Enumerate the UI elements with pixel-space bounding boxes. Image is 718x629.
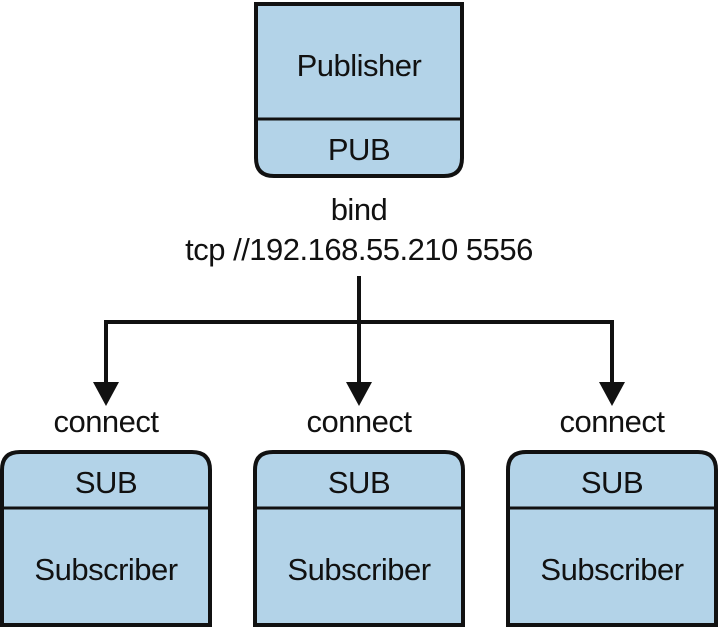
bind-endpoint: tcp //192.168.55.210 5556 — [185, 232, 533, 267]
subscriber-socket-label-3: SUB — [581, 465, 643, 500]
arrow-left — [93, 382, 119, 406]
subscriber-title-3: Subscriber — [540, 552, 683, 587]
subscriber-node-3: SUB Subscriber — [506, 450, 718, 627]
arrow-right — [599, 382, 625, 406]
subscriber-node-2: SUB Subscriber — [253, 450, 465, 627]
connectors — [93, 276, 625, 406]
arrow-middle — [346, 382, 372, 406]
subscriber-socket-label-2: SUB — [328, 465, 390, 500]
subscriber-title-2: Subscriber — [287, 552, 430, 587]
bind-label: bind — [331, 192, 388, 227]
subscriber-socket-label-1: SUB — [75, 465, 137, 500]
subscriber-node-1: SUB Subscriber — [0, 450, 212, 627]
subscriber-title-1: Subscriber — [34, 552, 177, 587]
subscriber-box-3 — [506, 450, 718, 627]
publisher-title: Publisher — [297, 48, 422, 83]
connect-label-2: connect — [306, 404, 412, 439]
publisher-socket-label: PUB — [328, 132, 390, 167]
connect-label-3: connect — [559, 404, 665, 439]
publisher-box — [254, 2, 464, 178]
connect-label-1: connect — [53, 404, 159, 439]
branch-line — [104, 320, 614, 384]
publisher-node: Publisher PUB — [254, 2, 464, 178]
subscriber-box-1 — [0, 450, 212, 627]
subscriber-box-2 — [253, 450, 465, 627]
